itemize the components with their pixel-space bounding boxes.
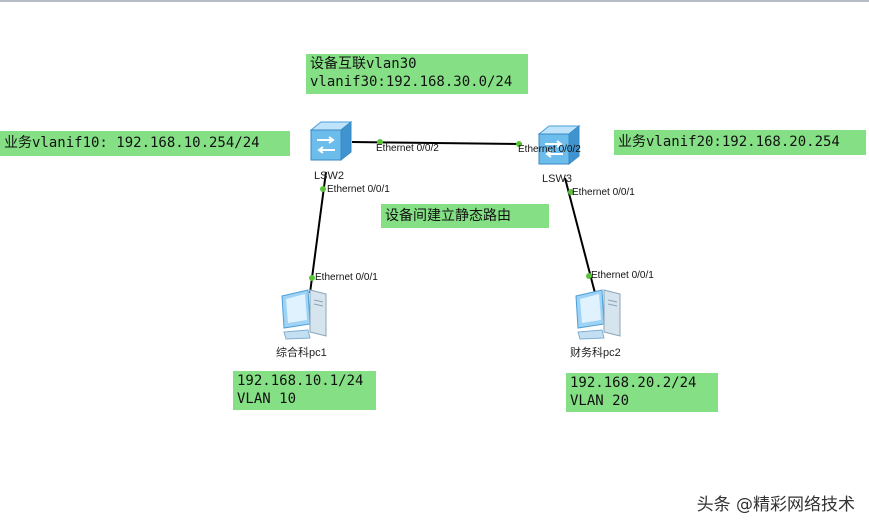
port-dot-lsw2-e002 (377, 139, 383, 145)
port-label-lsw3-e001: Ethernet 0/0/1 (572, 187, 635, 198)
port-label-lsw2-e002: Ethernet 0/0/2 (376, 143, 439, 154)
computer-icon (575, 289, 621, 340)
pc2-address-note: 192.168.20.2/24 VLAN 20 (566, 373, 718, 412)
port-label-pc1-e001: Ethernet 0/0/1 (315, 272, 378, 283)
switch-icon (309, 120, 353, 162)
interconnect-note-line2: vlanif30:192.168.30.0/24 (310, 74, 513, 90)
interconnect-note-line1: 设备互联vlan30 (310, 56, 417, 72)
port-dot-pc1-e001 (309, 275, 315, 281)
port-dot-pc2-e001 (586, 273, 592, 279)
port-dot-lsw2-e001 (320, 186, 326, 192)
lsw3-vlanif-note: 业务vlanif20:192.168.20.254 (614, 130, 866, 155)
static-route-note: 设备间建立静态路由 (381, 204, 549, 228)
pc-pc2[interactable] (574, 288, 624, 340)
top-border (0, 0, 869, 2)
pc2-label: 财务科pc2 (570, 347, 621, 359)
static-route-text: 设备间建立静态路由 (385, 208, 511, 224)
port-label-pc2-e001: Ethernet 0/0/1 (591, 270, 654, 281)
lsw2-vlanif-text: 业务vlanif10: 192.168.10.254/24 (4, 135, 260, 151)
port-dot-lsw3-e002 (516, 141, 522, 147)
switch-lsw2[interactable] (307, 120, 353, 164)
pc2-ip-text: 192.168.20.2/24 (570, 375, 697, 391)
switch-lsw3[interactable] (535, 124, 581, 168)
pc1-vlan-text: VLAN 10 (237, 391, 297, 407)
switch-icon (537, 124, 581, 166)
link-lsw2-pc1[interactable] (309, 171, 327, 294)
computer-icon (281, 289, 327, 340)
lsw2-label: LSW2 (314, 170, 344, 182)
lsw3-label: LSW3 (542, 173, 572, 185)
pc1-ip-text: 192.168.10.1/24 (237, 373, 364, 389)
lsw2-vlanif-note: 业务vlanif10: 192.168.10.254/24 (0, 131, 290, 156)
pc1-label: 综合科pc1 (276, 347, 327, 359)
port-label-lsw2-e001: Ethernet 0/0/1 (327, 184, 390, 195)
interconnect-note: 设备互联vlan30 vlanif30:192.168.30.0/24 (306, 54, 528, 94)
port-dot-lsw3-e001 (568, 189, 574, 195)
pc2-vlan-text: VLAN 20 (570, 393, 630, 409)
pc1-address-note: 192.168.10.1/24 VLAN 10 (233, 371, 376, 410)
pc-pc1[interactable] (280, 288, 330, 340)
lsw3-vlanif-text: 业务vlanif20:192.168.20.254 (618, 134, 840, 150)
port-label-lsw3-e002: Ethernet 0/0/2 (518, 144, 581, 155)
watermark: 头条 @精彩网络技术 (696, 495, 855, 515)
